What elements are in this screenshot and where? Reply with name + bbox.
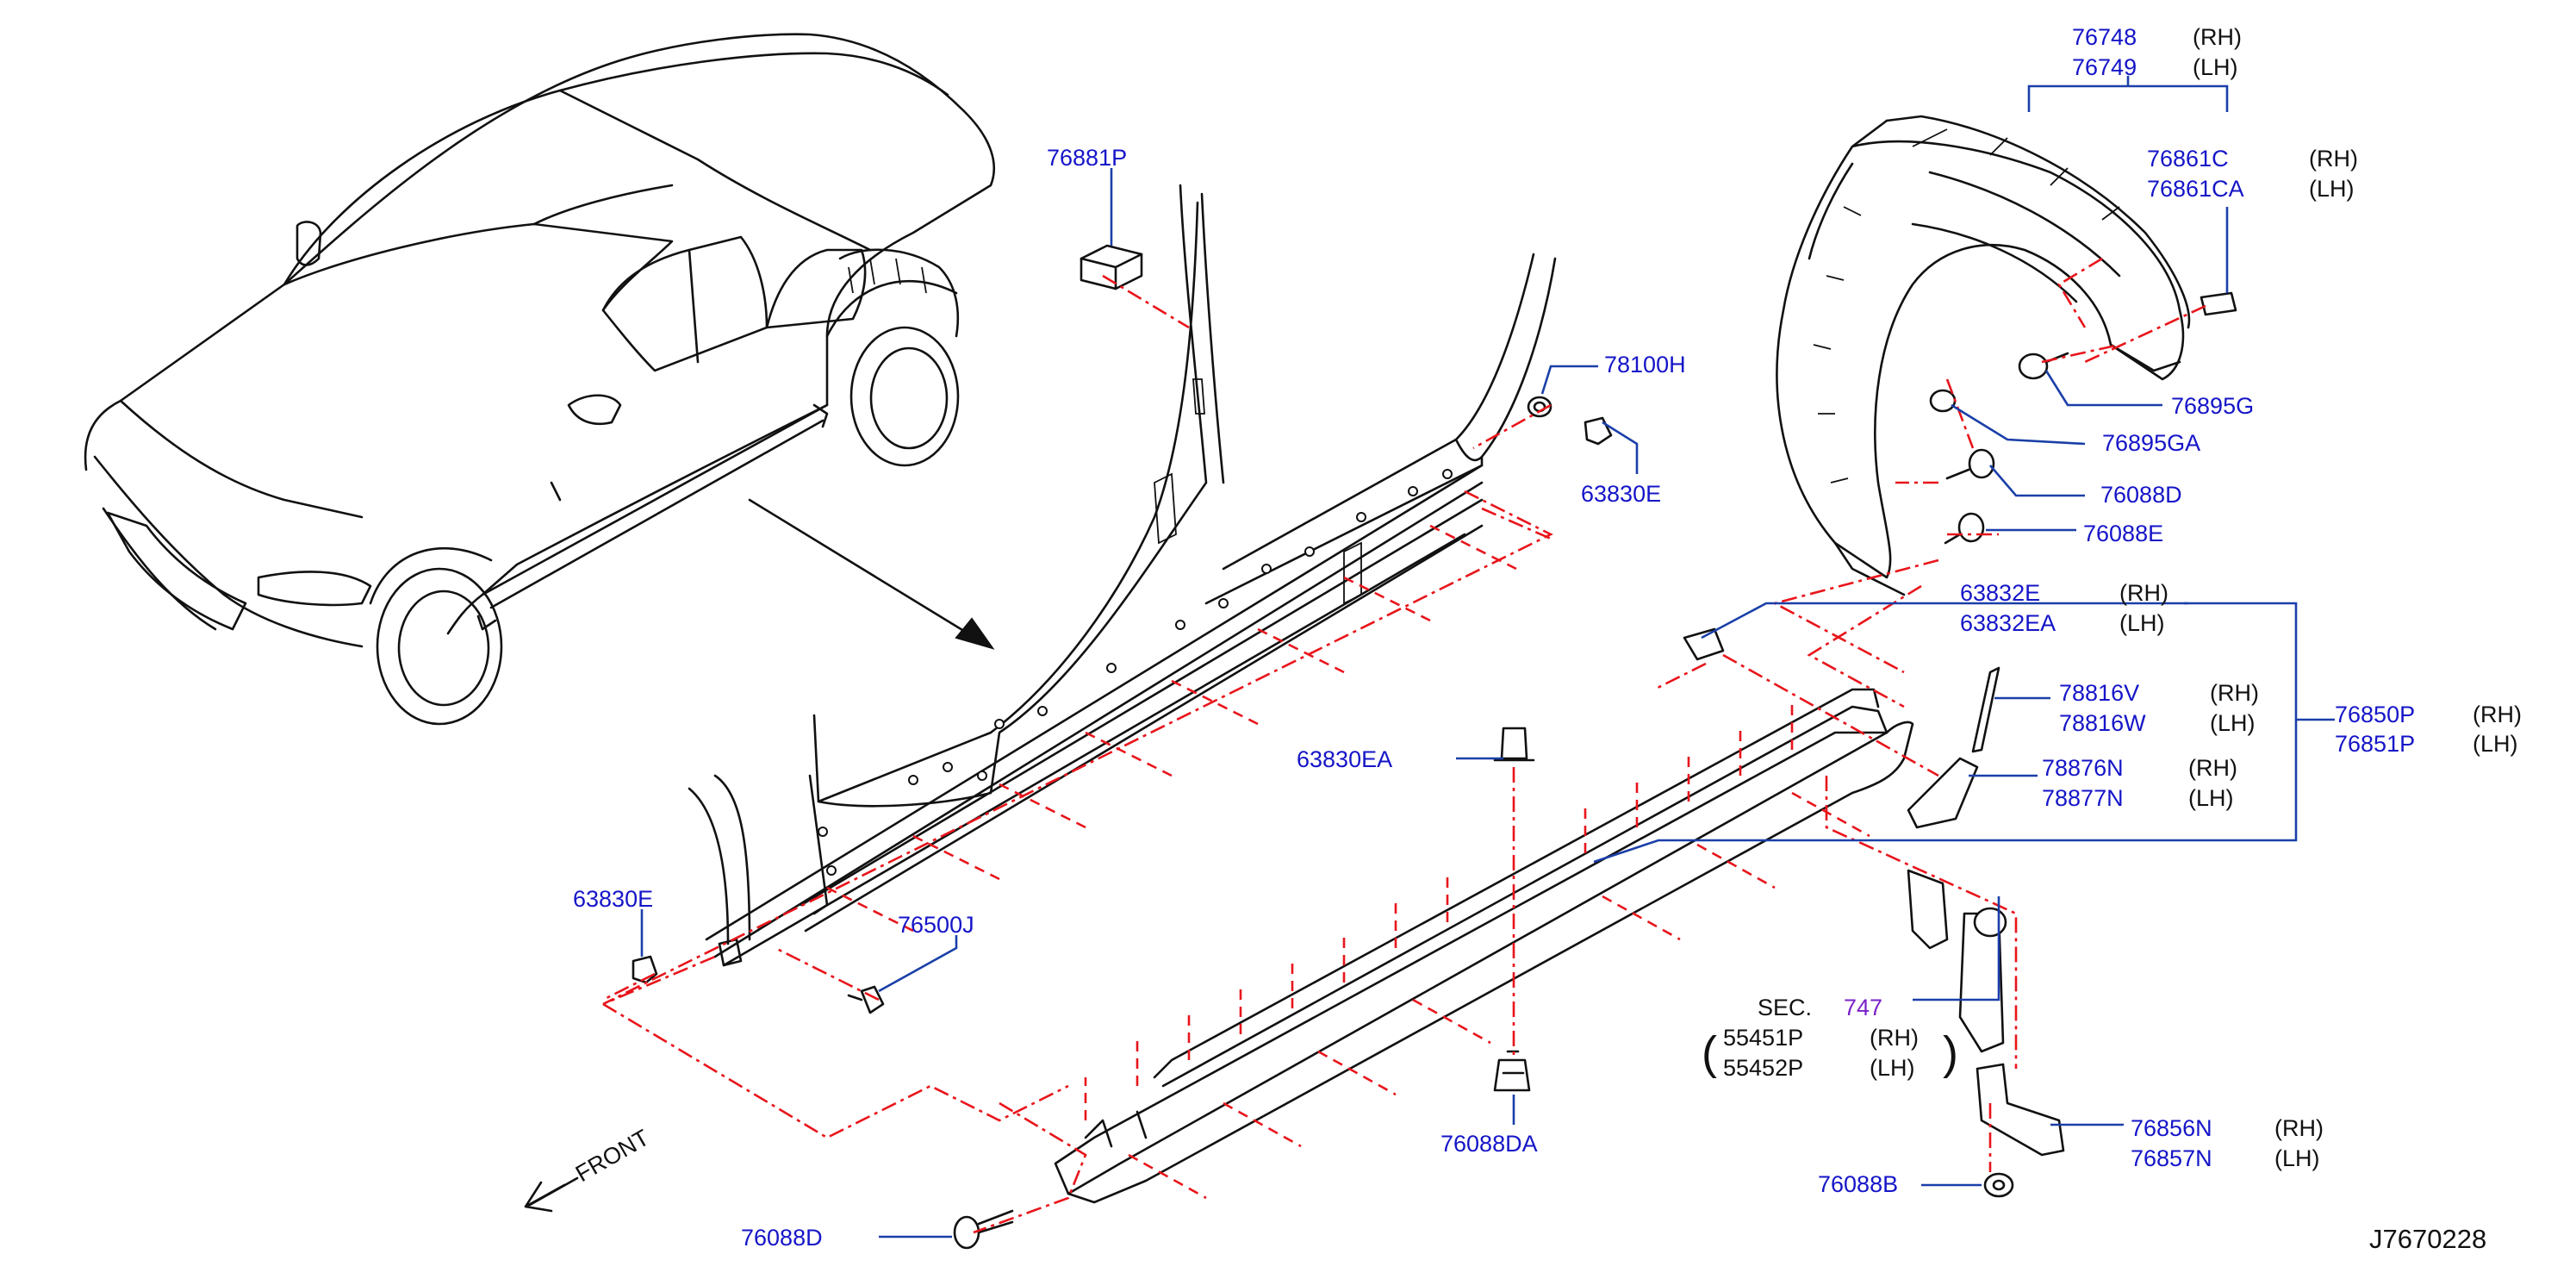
sec-prefix: SEC. <box>1758 995 1812 1020</box>
side-sill-molding <box>1054 688 1914 1204</box>
part-number-label[interactable]: 78816V <box>2059 680 2139 706</box>
part-number-label[interactable]: 76856N <box>2131 1115 2212 1141</box>
part-labels: 76881P 78100H 63830E 63830E 76500J 63830EA 760… <box>573 24 2522 1251</box>
part-number-label[interactable]: 78816W <box>2059 710 2146 736</box>
side-qualifier: (LH) <box>2309 176 2355 202</box>
side-qualifier: (RH) <box>2473 702 2522 727</box>
assembly-lines <box>602 257 2206 1234</box>
body-side-panel <box>688 184 1557 967</box>
side-qualifier: (RH) <box>2119 580 2168 606</box>
part-number-label[interactable]: 76088DA <box>1440 1131 1538 1157</box>
part-number-label[interactable]: 63832E <box>1960 580 2040 606</box>
part-number-label[interactable]: 76749 <box>2072 54 2137 80</box>
bracket-open: ( <box>1702 1027 1717 1079</box>
side-qualifier: (RH) <box>2188 755 2237 781</box>
part-number-label[interactable]: 76881P <box>1047 145 1127 171</box>
rear-fender-liner <box>1776 115 2191 596</box>
side-qualifier: (LH) <box>2119 610 2165 636</box>
fasteners <box>632 244 2237 1250</box>
part-number-label[interactable]: 76861C <box>2147 146 2229 172</box>
part-number-label[interactable]: 78100H <box>1604 352 1686 377</box>
sec-item-qual: (RH) <box>1870 1025 1919 1051</box>
side-qualifier: (LH) <box>2473 731 2518 757</box>
part-number-label[interactable]: 76850P <box>2335 702 2415 727</box>
part-number-label[interactable]: 76088D <box>741 1225 823 1251</box>
side-qualifier: (RH) <box>2309 146 2358 172</box>
part-number-label[interactable]: 76861CA <box>2147 176 2244 202</box>
side-qualifier: (RH) <box>2193 24 2242 50</box>
part-number-label[interactable]: 63830E <box>1581 481 1661 507</box>
sec-item-part: 55452P <box>1723 1055 1803 1081</box>
section-reference: SEC. 747 ( ) 55451P (RH) 55452P (LH) <box>1702 995 1958 1081</box>
part-number-label[interactable]: 76895GA <box>2102 430 2200 456</box>
side-qualifier: (LH) <box>2210 710 2256 736</box>
side-qualifier: (RH) <box>2274 1115 2324 1141</box>
part-number-label[interactable]: 76857N <box>2131 1145 2212 1171</box>
vehicle-illustration <box>84 33 996 726</box>
part-number-label[interactable]: 76748 <box>2072 24 2137 50</box>
bracket-close: ) <box>1943 1027 1958 1079</box>
sec-item-part: 55451P <box>1723 1025 1803 1051</box>
leader-lines <box>640 76 2335 1238</box>
part-number-label[interactable]: 76500J <box>898 912 974 938</box>
part-number-label[interactable]: 76088E <box>2083 521 2163 546</box>
side-qualifier: (LH) <box>2274 1145 2320 1171</box>
part-number-label[interactable]: 63832EA <box>1960 610 2056 636</box>
part-number-label[interactable]: 63830E <box>573 886 653 912</box>
side-qualifier: (LH) <box>2193 54 2238 80</box>
front-label: FRONT <box>571 1125 654 1187</box>
part-number-label[interactable]: 63830EA <box>1297 746 1392 772</box>
sec-item-qual: (LH) <box>1870 1055 1915 1081</box>
sec-number[interactable]: 747 <box>1844 995 1882 1020</box>
side-qualifier: (RH) <box>2210 680 2259 706</box>
part-number-label[interactable]: 76895G <box>2171 393 2254 419</box>
part-number-label[interactable]: 76088B <box>1818 1171 1898 1197</box>
part-number-label[interactable]: 76851P <box>2335 731 2415 757</box>
front-indicator: FRONT <box>524 1125 654 1213</box>
part-number-label[interactable]: 78876N <box>2042 755 2124 781</box>
part-number-label[interactable]: 76088D <box>2100 482 2182 508</box>
side-qualifier: (LH) <box>2188 785 2234 811</box>
part-number-label[interactable]: 78877N <box>2042 785 2124 811</box>
diagram-id: J7670228 <box>2369 1224 2486 1254</box>
